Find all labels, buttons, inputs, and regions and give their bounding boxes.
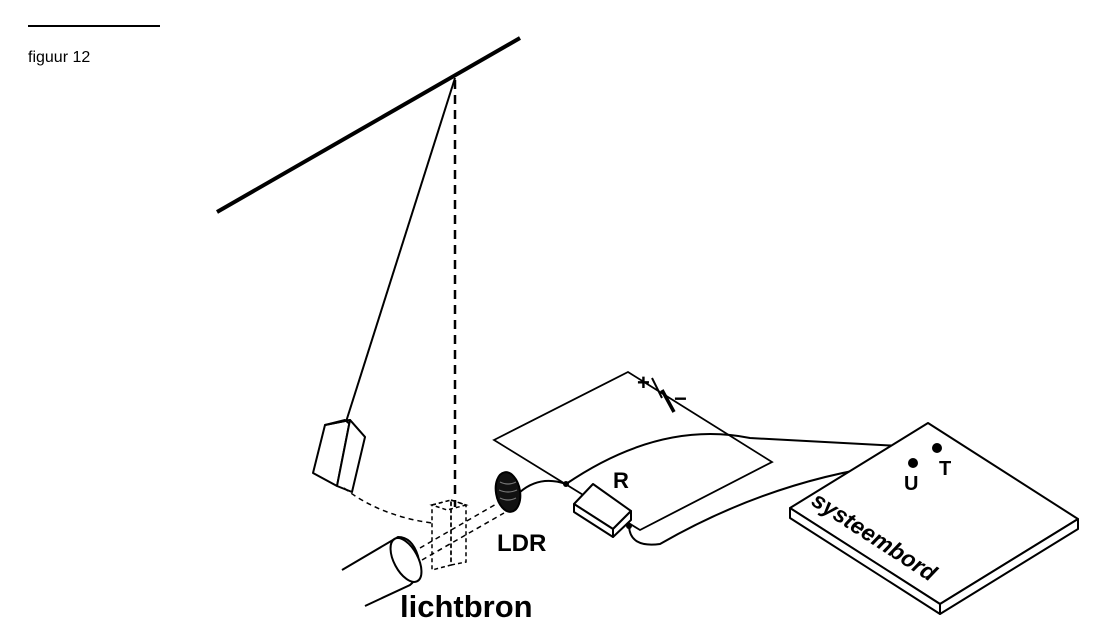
terminal-t-label: T bbox=[939, 458, 951, 480]
terminal-t-dot bbox=[932, 443, 942, 453]
pendulum-bob-rest bbox=[429, 498, 469, 571]
light-beam bbox=[419, 502, 505, 561]
resistor-label: R bbox=[613, 468, 629, 493]
pendulum-string bbox=[344, 77, 456, 426]
ldr-label: LDR bbox=[497, 530, 546, 557]
terminal-u-dot bbox=[908, 458, 918, 468]
light-source bbox=[341, 535, 423, 607]
system-board bbox=[789, 422, 1079, 615]
terminal-u-label: U bbox=[904, 473, 918, 495]
battery-plus-label: + bbox=[637, 370, 650, 395]
battery bbox=[651, 377, 676, 413]
resistor-junction-right bbox=[626, 523, 632, 529]
circuit-board bbox=[492, 370, 774, 532]
ldr bbox=[494, 471, 522, 513]
resistor bbox=[573, 483, 632, 538]
light-source-label: lichtbron bbox=[400, 589, 533, 624]
resistor-junction-left bbox=[563, 481, 569, 487]
battery-minus-label: − bbox=[674, 386, 687, 411]
suspension-bar bbox=[216, 36, 521, 214]
swing-arc bbox=[343, 487, 433, 524]
pendulum-bob bbox=[312, 419, 366, 493]
figure-caption: figuur 12 bbox=[28, 49, 90, 66]
